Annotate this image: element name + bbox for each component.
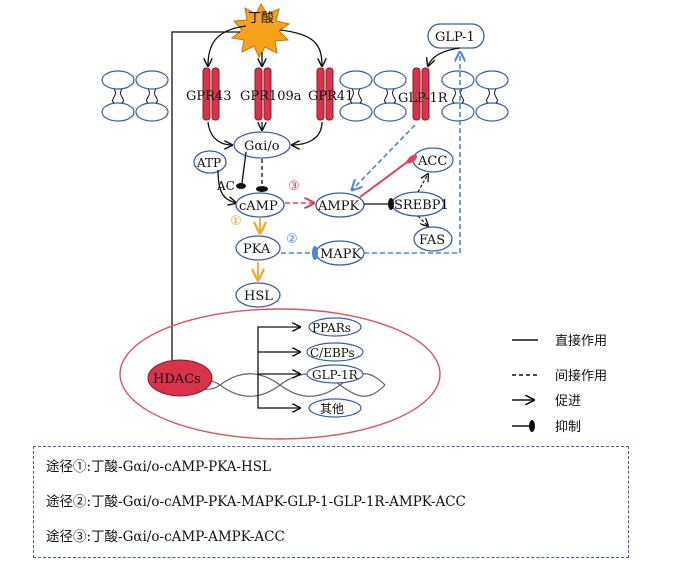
lipid-tail [494, 88, 498, 104]
label-glp1r-membrane: GLP-1R [398, 91, 449, 106]
marker-one: ① [230, 214, 242, 229]
gai-o-node [233, 131, 291, 159]
lipid-head [373, 70, 407, 90]
lipid-head [101, 70, 135, 90]
pathway-2-text: 途径②:丁酸-Gαi/o-cAMP-PKA-MAPK-GLP-1-GLP-1R-… [46, 494, 466, 510]
lipid-head [475, 70, 509, 90]
receptor-gpr43 [202, 67, 220, 121]
others-node [308, 398, 362, 418]
pathway-1-text: 途径①:丁酸-Gαi/o-cAMP-PKA-HSL [46, 459, 272, 475]
pathway-3-text: 途径③:丁酸-Gαi/o-cAMP-AMPK-ACC [46, 529, 285, 545]
glp1r-gene-node [306, 364, 364, 384]
butyrate-label: 丁酸 [248, 11, 274, 26]
glp1-label: GLP-1 [435, 30, 475, 45]
butyrate-burst-icon [230, 2, 291, 59]
ppars-label: PPARs [312, 321, 351, 335]
lipid-head [339, 70, 373, 90]
pka-label: PKA [243, 242, 271, 257]
others-label: 其他 [320, 402, 344, 416]
lipid-tail [120, 88, 124, 104]
acc-label: ACC [417, 154, 447, 169]
lipid-head [441, 70, 475, 90]
hsl-label: HSL [244, 289, 273, 304]
fas-node [413, 226, 453, 252]
receptor-gpr41 [316, 67, 334, 121]
marker-two: ② [286, 232, 298, 247]
lipid-tail [146, 88, 150, 104]
lipid-head [441, 102, 475, 122]
hsl-node [235, 282, 281, 308]
lipid-tail [384, 88, 388, 104]
glp1r-gene-label: GLP-1R [312, 368, 359, 382]
legend-inhibit-cap-icon [529, 420, 535, 432]
receptor-glp1r [412, 67, 430, 121]
cebps-label: C/EBPs [310, 346, 355, 360]
lipid-head [475, 102, 509, 122]
ampk-label: AMPK [317, 199, 359, 214]
lipid-head [339, 102, 373, 122]
lipid-head [135, 70, 169, 90]
fas-label: FAS [419, 233, 445, 248]
ppars-node [308, 317, 362, 337]
pka-node [235, 235, 281, 261]
cell-membrane [101, 70, 509, 122]
mapk-label: MAPK [320, 247, 361, 262]
atp-node [193, 150, 227, 174]
lipid-tail [358, 88, 362, 104]
label-gpr43: GPR43 [186, 89, 231, 104]
lipid-head [135, 102, 169, 122]
cebps-node [306, 342, 364, 362]
ampk-node [315, 192, 365, 218]
lipid-tail [452, 88, 456, 104]
lipid-head [373, 102, 407, 122]
legend-inhibit-label: 抑制 [555, 420, 581, 435]
srebp1-label: SREBP1 [394, 198, 449, 213]
marker-three: ③ [288, 179, 300, 194]
lipid-tail [486, 88, 490, 104]
legend-indirect-label: 间接作用 [555, 368, 607, 384]
lipid-tail [460, 88, 464, 104]
camp-label: cAMP [239, 199, 278, 214]
nucleus [119, 308, 441, 440]
legend-promote-label: 促进 [555, 394, 581, 409]
label-gpr41: GPR41 [308, 89, 353, 104]
lipid-head [101, 102, 135, 122]
atp-label: ATP [196, 156, 221, 170]
hdacs-label: HDACs [153, 372, 201, 387]
receptor-gpr109a [254, 67, 272, 121]
camp-node [235, 192, 285, 218]
label-gpr109a: GPR109a [240, 89, 302, 104]
lipid-tail [392, 88, 396, 104]
lipid-tail [112, 88, 116, 104]
pathway-summary-box: 途径①:丁酸-Gαi/o-cAMP-PKA-HSL 途径②:丁酸-Gαi/o-c… [33, 446, 629, 558]
legend-direct-label: 直接作用 [555, 333, 607, 349]
legend: 直接作用 间接作用 促进 抑制 [512, 333, 607, 435]
lipid-tail [154, 88, 158, 104]
gai-o-label: Gαi/o [244, 139, 280, 154]
lipid-tail [350, 88, 354, 104]
hdacs-node [147, 359, 213, 397]
